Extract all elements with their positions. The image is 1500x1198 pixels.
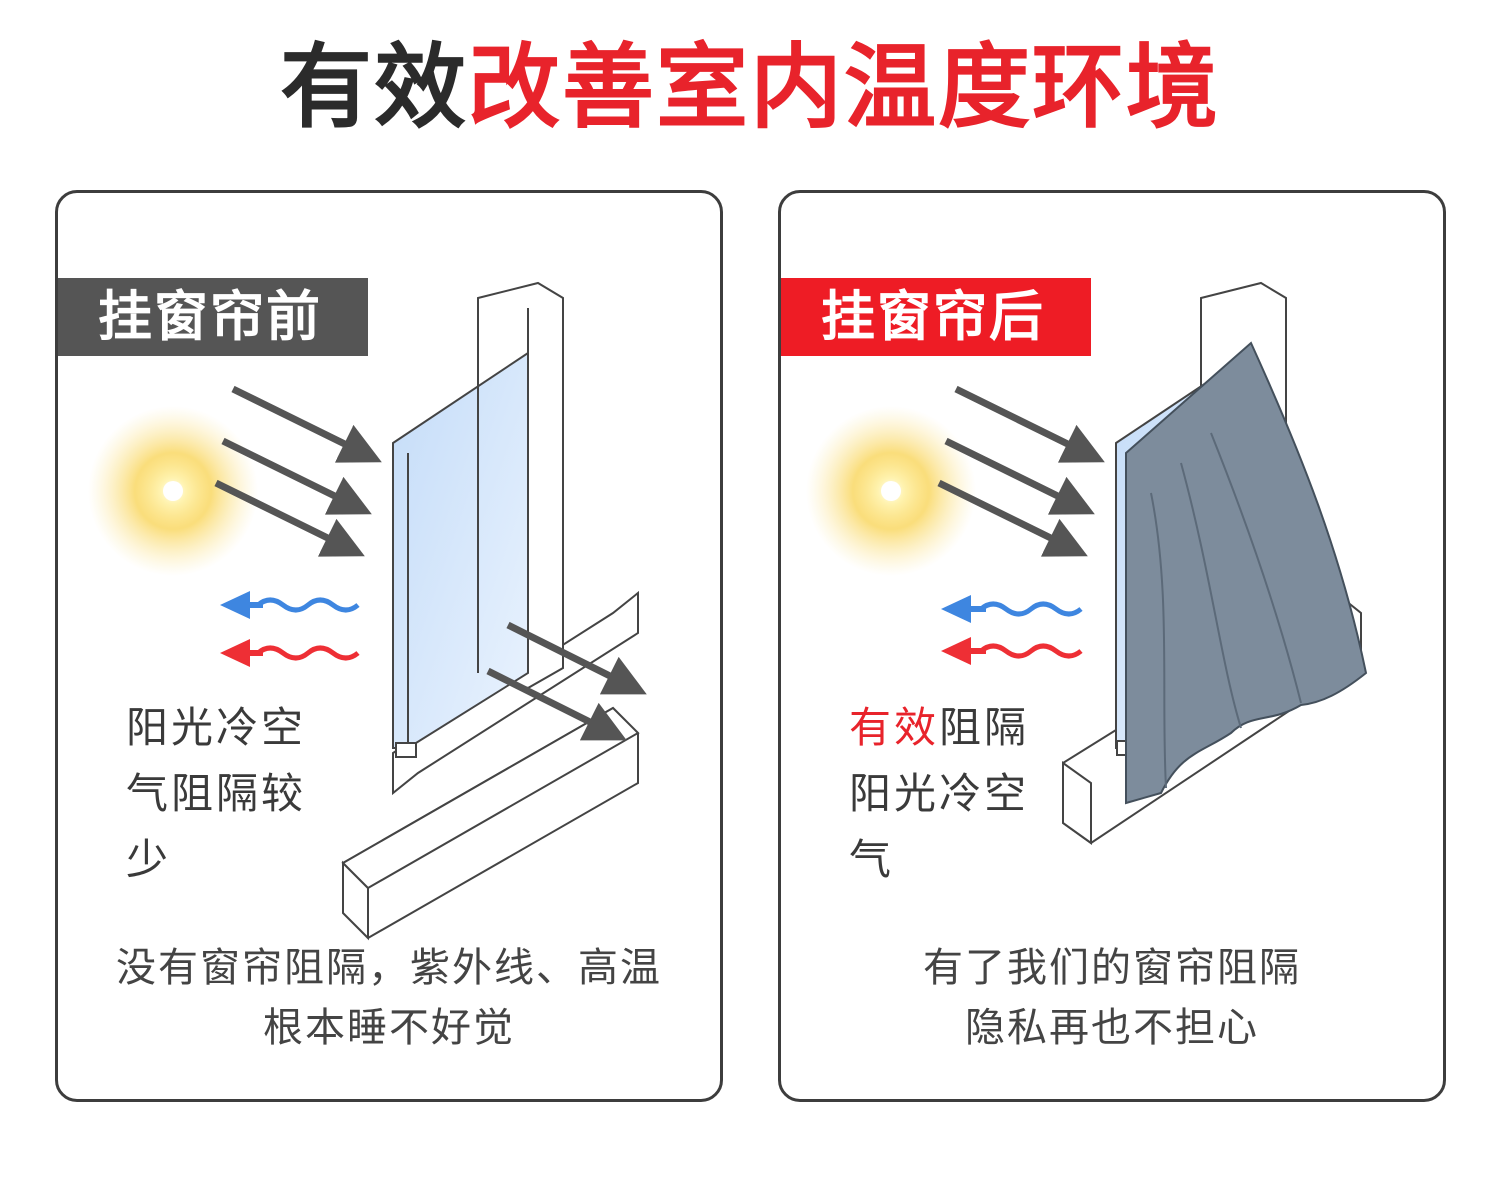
after-caption-line1: 有了我们的窗帘阻隔: [923, 945, 1301, 991]
panel-before-curtain: 挂窗帘前 阳光冷空 气阻隔较 少 没有窗帘阻隔，紫外线、高温 根本睡不好觉: [55, 190, 723, 1102]
tag-after: 挂窗帘后: [781, 278, 1091, 356]
before-caption-line1: 没有窗帘阻隔，紫外线、高温: [116, 945, 662, 991]
after-side-text-red: 有效: [849, 703, 940, 752]
after-caption-line2: 隐私再也不担心: [965, 1005, 1259, 1051]
sun-icon: [88, 406, 258, 576]
after-side-text-rest: 阻隔 阳光冷空 气: [849, 703, 1030, 884]
before-side-text: 阳光冷空 气阻隔较 少: [126, 703, 307, 884]
hot-air-wave-icon: [941, 637, 1083, 665]
after-illustration: [806, 281, 1368, 845]
page-headline: 有效改善室内温度环境: [0, 28, 1500, 148]
hot-air-wave-icon: [220, 639, 360, 667]
sunlight-through-arrow-icon: [486, 621, 647, 741]
before-caption-line2: 根本睡不好觉: [263, 1005, 515, 1051]
window-icon: [341, 281, 640, 941]
before-illustration: [88, 281, 647, 941]
after-caption: 有了我们的窗帘阻隔 隐私再也不担心: [781, 938, 1443, 1058]
cold-air-wave-icon: [941, 595, 1083, 623]
after-side-text: 有效阻隔 阳光冷空 气: [849, 695, 1029, 893]
curtain-icon: [1125, 341, 1368, 805]
headline-accent: 改善室内温度环境: [468, 34, 1221, 141]
cold-air-wave-icon: [220, 591, 360, 619]
sun-icon: [806, 406, 976, 576]
tag-before: 挂窗帘前: [58, 278, 368, 356]
headline-dark: 有效: [279, 34, 468, 141]
sunlight-arrow-icon: [214, 385, 382, 557]
panel-after-curtain: 挂窗帘后 有效阻隔 阳光冷空 气 有了我们的窗帘阻隔 隐私再也不担心: [778, 190, 1446, 1102]
before-caption: 没有窗帘阻隔，紫外线、高温 根本睡不好觉: [58, 938, 720, 1058]
sunlight-arrow-icon: [937, 385, 1105, 557]
